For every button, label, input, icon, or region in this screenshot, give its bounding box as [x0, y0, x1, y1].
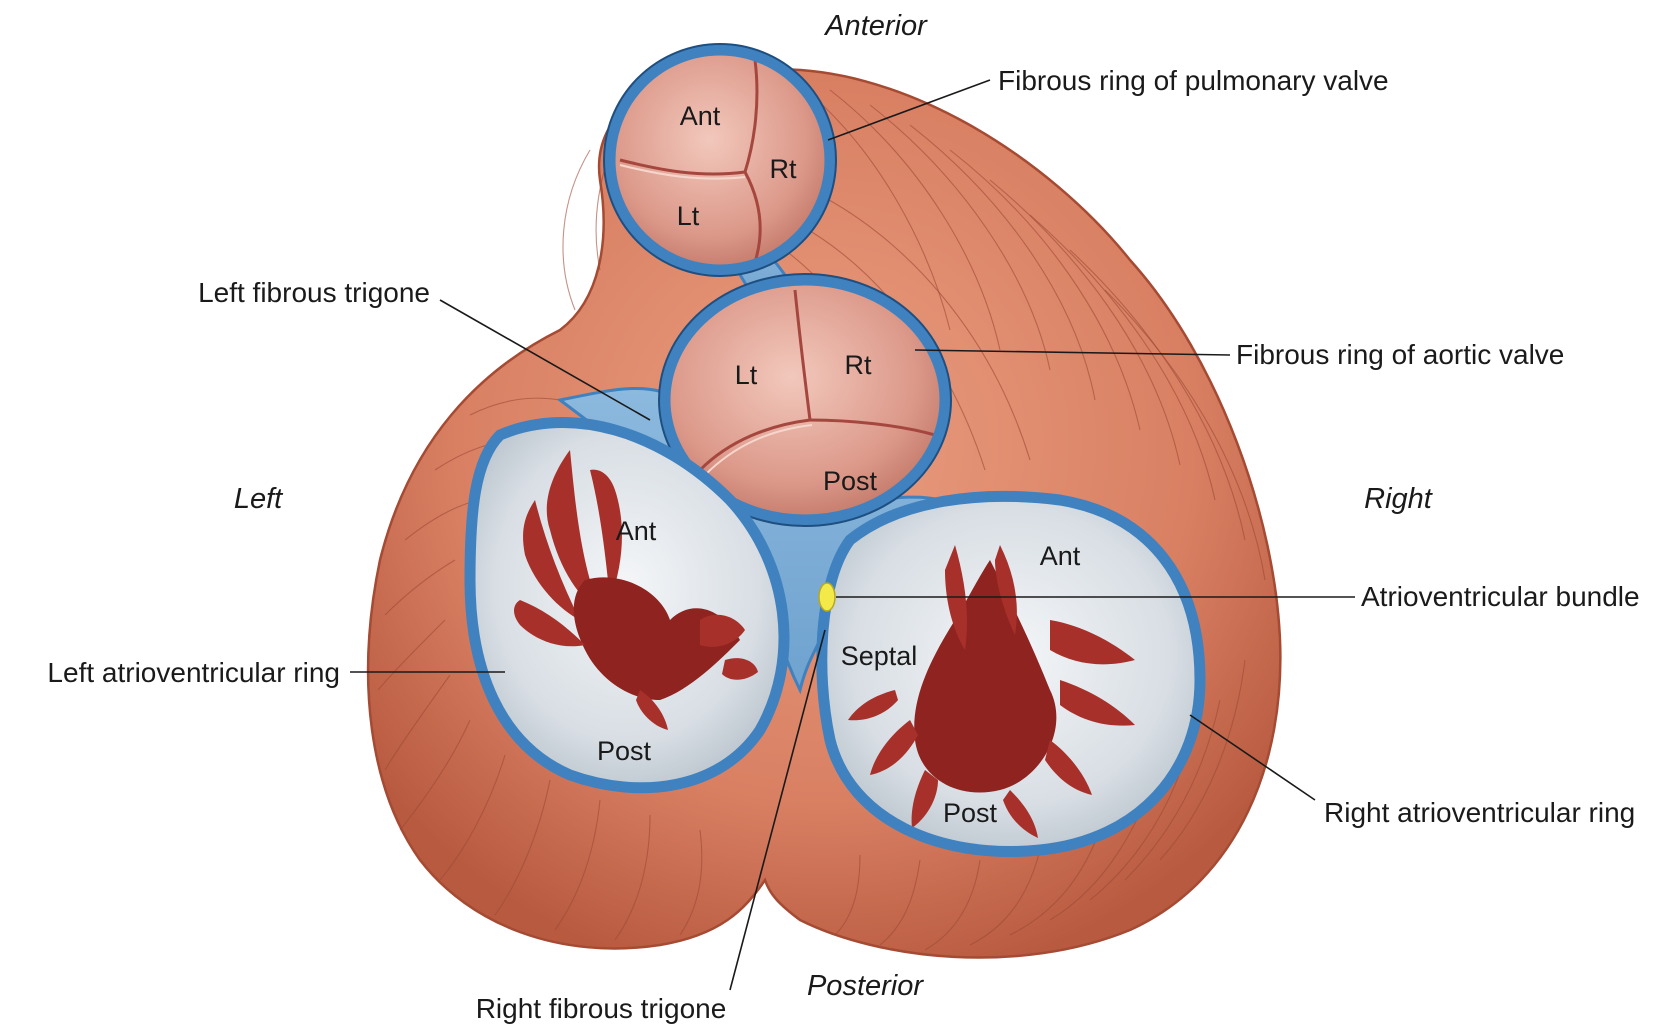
label-pulmonary-ring: Fibrous ring of pulmonary valve: [998, 65, 1389, 96]
label-anterior: Anterior: [823, 10, 928, 42]
label-left-trigone: Left fibrous trigone: [198, 277, 430, 308]
label-av-bundle: Atrioventricular bundle: [1361, 581, 1640, 612]
tricuspid-valve: Ant Septal Post: [822, 496, 1200, 851]
label-right-trigone: Right fibrous trigone: [476, 993, 727, 1024]
pulmonary-valve: Ant Rt Lt: [604, 44, 836, 276]
pulmonary-cusp-lt: Lt: [677, 201, 700, 231]
tricuspid-cusp-ant: Ant: [1040, 541, 1081, 571]
pulmonary-cusp-ant: Ant: [680, 101, 721, 131]
label-right-av-ring: Right atrioventricular ring: [1324, 797, 1635, 828]
atrioventricular-bundle: [819, 583, 835, 611]
label-left-av-ring: Left atrioventricular ring: [47, 657, 340, 688]
tricuspid-cusp-septal: Septal: [841, 641, 918, 671]
label-right: Right: [1364, 483, 1434, 515]
aortic-cusp-lt: Lt: [735, 360, 758, 390]
label-aortic-ring: Fibrous ring of aortic valve: [1236, 339, 1564, 370]
label-left: Left: [234, 483, 284, 515]
aortic-cusp-rt: Rt: [845, 350, 872, 380]
mitral-cusp-ant: Ant: [616, 516, 657, 546]
label-posterior: Posterior: [807, 970, 924, 1002]
aortic-cusp-post: Post: [823, 466, 878, 496]
tricuspid-cusp-post: Post: [943, 798, 998, 828]
mitral-cusp-post: Post: [597, 736, 652, 766]
pulmonary-cusp-rt: Rt: [770, 154, 797, 184]
